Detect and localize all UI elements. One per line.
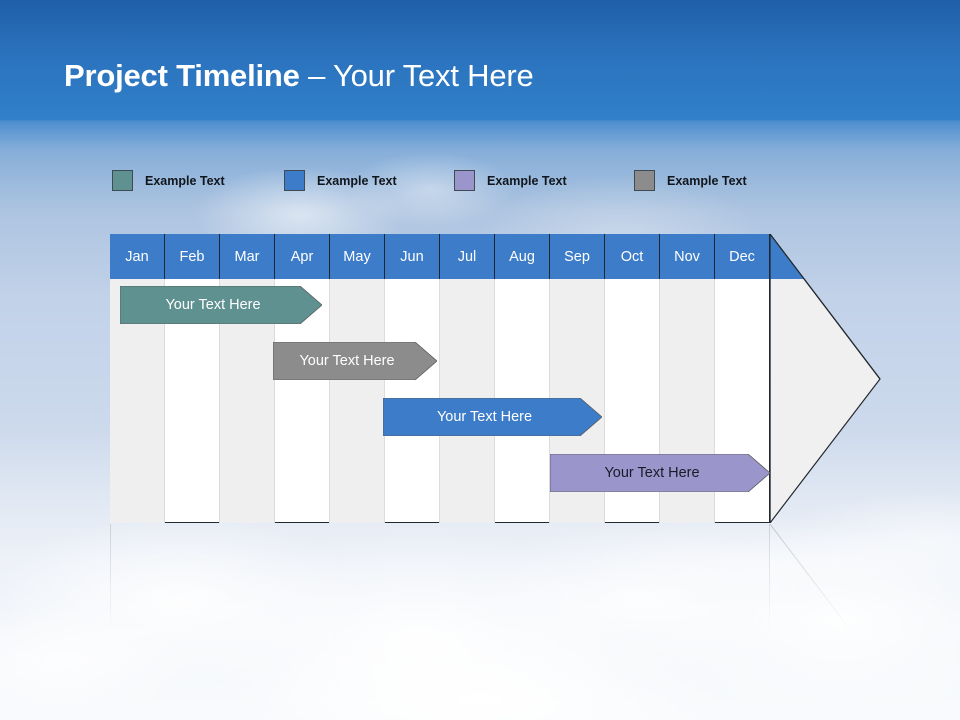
task-bar[interactable]: Your Text Here — [120, 286, 322, 324]
month-cell-nov — [660, 279, 715, 523]
timeline-arrow-tip — [770, 234, 882, 523]
month-cell-mar — [220, 279, 275, 523]
month-header-jun: Jun — [385, 234, 440, 279]
page-title-rest: – Your Text Here — [299, 58, 534, 93]
legend-swatch — [112, 170, 133, 191]
month-header-apr: Apr — [275, 234, 330, 279]
month-column-oct[interactable]: Oct — [605, 234, 660, 523]
task-bar[interactable]: Your Text Here — [383, 398, 602, 436]
task-bar-shape — [273, 342, 437, 380]
legend-label: Example Text — [667, 173, 747, 188]
task-bar-shape — [550, 454, 770, 492]
month-header-oct: Oct — [605, 234, 660, 279]
task-bar[interactable]: Your Text Here — [273, 342, 437, 380]
month-column-feb[interactable]: Feb — [165, 234, 220, 523]
month-header-jul: Jul — [440, 234, 495, 279]
month-column-aug[interactable]: Aug — [495, 234, 550, 523]
legend-swatch — [284, 170, 305, 191]
legend-item[interactable]: Example Text — [112, 170, 225, 191]
month-header-nov: Nov — [660, 234, 715, 279]
month-cell-may — [330, 279, 385, 523]
month-cell-oct — [605, 279, 660, 523]
month-column-mar[interactable]: Mar — [220, 234, 275, 523]
month-column-jul[interactable]: Jul — [440, 234, 495, 523]
legend-swatch — [454, 170, 475, 191]
legend-label: Example Text — [487, 173, 567, 188]
legend-swatch — [634, 170, 655, 191]
task-bar-shape — [383, 398, 602, 436]
chart-reflection — [110, 524, 882, 674]
legend-label: Example Text — [317, 173, 397, 188]
month-header-may: May — [330, 234, 385, 279]
month-header-jan: Jan — [110, 234, 165, 279]
month-column-jan[interactable]: Jan — [110, 234, 165, 523]
month-header-dec: Dec — [715, 234, 770, 279]
month-header-aug: Aug — [495, 234, 550, 279]
month-cell-sep — [550, 279, 605, 523]
month-column-apr[interactable]: Apr — [275, 234, 330, 523]
month-header-mar: Mar — [220, 234, 275, 279]
legend-item[interactable]: Example Text — [284, 170, 397, 191]
chart-reflection-tip — [770, 524, 881, 670]
month-cell-apr — [275, 279, 330, 523]
legend-item[interactable]: Example Text — [634, 170, 747, 191]
month-header-sep: Sep — [550, 234, 605, 279]
title-band: Project Timeline – Your Text Here — [0, 0, 960, 120]
month-cell-jan — [110, 279, 165, 523]
page-title: Project Timeline – Your Text Here — [64, 58, 534, 94]
month-cell-feb — [165, 279, 220, 523]
task-bar-shape — [120, 286, 322, 324]
legend-label: Example Text — [145, 173, 225, 188]
legend-item[interactable]: Example Text — [454, 170, 567, 191]
task-bar[interactable]: Your Text Here — [550, 454, 770, 492]
chart-reflection-body — [110, 524, 770, 644]
page-title-bold: Project Timeline — [64, 58, 300, 93]
month-header-feb: Feb — [165, 234, 220, 279]
